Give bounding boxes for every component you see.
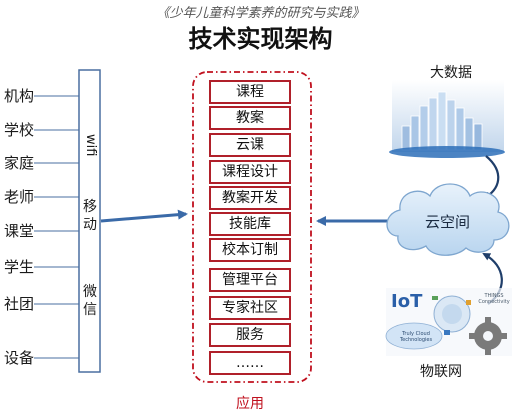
iot-logo-text: IoT xyxy=(391,291,423,312)
app-management-platform: 管理平台 xyxy=(209,268,291,292)
app-more: …… xyxy=(209,351,291,375)
applications-container xyxy=(192,71,312,383)
bigdata-to-cloud-arrow xyxy=(482,155,500,199)
book-subtitle: 《少年儿童科学素养的研究与实践》 xyxy=(156,6,365,21)
entity-classroom: 课堂 xyxy=(4,222,35,240)
applications-caption: 应用 xyxy=(236,396,264,411)
channel-wechat: 微信 xyxy=(80,283,100,319)
app-course-design: 课程设计 xyxy=(209,160,291,184)
entity-device: 设备 xyxy=(4,349,35,367)
app-lesson-development: 教案开发 xyxy=(209,186,291,210)
entity-institution: 机构 xyxy=(4,87,35,105)
entity-connectors xyxy=(34,95,79,359)
big-data-label: 大数据 xyxy=(430,65,472,81)
app-school-customization: 校本订制 xyxy=(209,238,291,262)
entity-club: 社团 xyxy=(4,295,35,313)
channel-mobile-text: 移动 xyxy=(83,199,97,233)
app-expert-community: 专家社区 xyxy=(209,296,291,320)
entity-teacher: 老师 xyxy=(4,188,35,206)
app-course: 课程 xyxy=(209,80,291,104)
big-data-icon xyxy=(389,80,505,158)
iot-illustration xyxy=(385,288,512,356)
channel-bar xyxy=(78,69,101,373)
channels-to-apps-arrow xyxy=(100,209,188,223)
channel-wifi: wifi xyxy=(83,134,98,157)
iot-cloud-text: Truly Cloud Technologies xyxy=(399,331,433,343)
channel-mobile: 移动 xyxy=(80,198,100,234)
app-service: 服务 xyxy=(209,323,291,347)
entity-student: 学生 xyxy=(4,258,35,276)
app-cloud-class: 云课 xyxy=(209,133,291,157)
app-skill-library: 技能库 xyxy=(209,212,291,236)
entity-family: 家庭 xyxy=(4,154,35,172)
channel-wechat-text: 微信 xyxy=(83,284,97,318)
entity-school: 学校 xyxy=(4,121,35,139)
diagram-title: 技术实现架构 xyxy=(188,25,333,53)
iot-label: 物联网 xyxy=(420,364,462,380)
app-lesson-plan: 教案 xyxy=(209,106,291,130)
iot-things-text: THINGS Connectivity xyxy=(478,293,510,305)
cloud-space-label: 云空间 xyxy=(425,213,471,231)
cloud-shape xyxy=(386,183,510,256)
